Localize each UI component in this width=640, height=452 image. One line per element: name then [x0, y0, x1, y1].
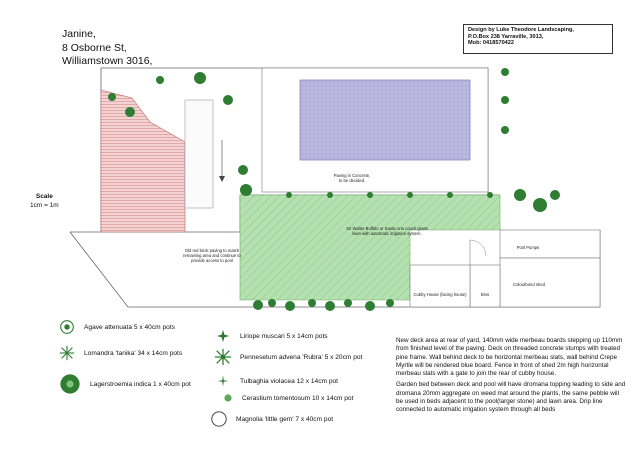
lagerstroemia-icon	[60, 374, 80, 394]
pool-pumps-label: Pool Pumps	[516, 245, 540, 250]
client-address: Janine, 8 Osborne St, Williamstown 3016,	[62, 28, 152, 69]
pool	[299, 79, 471, 161]
client-name: Janine,	[62, 28, 96, 40]
scale-value: 1cm = 1m	[30, 202, 59, 209]
legend-agave: Agave attenuata 5 x 40cm pots	[58, 318, 175, 336]
designer-line-2: P.O.Box 238 Yarraville, 3013,	[468, 33, 544, 40]
legend-lagerstroemia-label: Lagerstroemia indica 1 x 40cm pot	[90, 380, 191, 388]
legend-lagerstroemia: Lagerstroemia indica 1 x 40cm pot	[58, 372, 191, 396]
colourbond-shed	[499, 257, 601, 308]
legend-tulbaghia: Tulbaghia violacea 12 x 14cm pot	[214, 372, 338, 390]
legend-magnolia: Magnolia 'little gem' 7 x 40cm pot	[210, 410, 333, 428]
arrow-head	[219, 176, 225, 182]
agave-icon	[60, 320, 74, 334]
cubby-house-label: Cubby House (facing house)	[413, 292, 467, 297]
client-street: 8 Osborne St,	[62, 41, 127, 54]
design-notes: New deck area at rear of yard, 140mm wid…	[396, 337, 626, 418]
pool-pumps-area	[499, 229, 601, 259]
notes-paragraph-2: Garden bed between deck and pool will ha…	[396, 381, 626, 414]
gate-swing	[469, 239, 487, 257]
lomandra-icon	[59, 345, 75, 361]
client-suburb: Williamstown 3016,	[62, 55, 153, 67]
notes-paragraph-1: New deck area at rear of yard, 140mm wid…	[396, 337, 623, 378]
paving-label: Paving in Concrete,to be decided.	[333, 173, 371, 183]
planting-front-row	[253, 299, 394, 311]
deck-area	[100, 89, 186, 233]
bins-label: Bins	[480, 292, 490, 297]
lawn-label: Sir Walter Buffalo or Santa Ana couch gr…	[346, 226, 428, 236]
tulbaghia-icon	[217, 375, 229, 387]
planting-lawn-edge	[286, 192, 493, 198]
planting-deck-side	[108, 72, 252, 196]
legend-tulbaghia-label: Tulbaghia violacea 12 x 14cm pot	[240, 377, 338, 385]
shed-label: Colourbond shed	[513, 282, 545, 287]
cubby-house	[409, 264, 471, 308]
legend-liriope-label: Liriope muscari 5 x 14cm pots	[240, 332, 328, 340]
cerastium-icon	[224, 394, 232, 402]
scale-note: Scale 1cm = 1m	[30, 192, 59, 210]
legend-liriope: Liriope muscari 5 x 14cm pots	[214, 327, 328, 345]
legend-lomandra-label: Lomandra 'tanika' 34 x 14cm pots	[84, 349, 183, 357]
bins-area	[469, 264, 501, 308]
designer-box: Design by Luke Theodore Landscaping, P.O…	[463, 24, 613, 54]
legend-magnolia-label: Magnolia 'little gem' 7 x 40cm pot	[236, 415, 334, 423]
legend-pennisetum: Pennesetum advena 'Rubra' 5 x 20cm pot	[214, 348, 362, 366]
legend-pennisetum-label: Pennesetum advena 'Rubra' 5 x 20cm pot	[240, 353, 363, 361]
designer-line-1: Design by Luke Theodore Landscaping,	[468, 27, 574, 33]
magnolia-icon	[211, 411, 227, 427]
side-garden-bed	[184, 99, 214, 209]
legend-lomandra: Lomandra 'tanika' 34 x 14cm pots	[58, 344, 182, 362]
pennisetum-icon	[214, 348, 232, 366]
legend-agave-label: Agave attenuata 5 x 40cm pots	[84, 323, 175, 331]
designer-line-3: Mob: 0418570422	[468, 40, 515, 47]
legend-cerastium: Cerastium tomentosum 10 x 14cm pot	[222, 392, 353, 404]
planting-top-right	[501, 68, 560, 212]
scale-title: Scale	[35, 193, 53, 200]
legend-cerastium-label: Cerastium tomentosum 10 x 14cm pot	[242, 394, 354, 402]
liriope-icon	[216, 329, 230, 343]
